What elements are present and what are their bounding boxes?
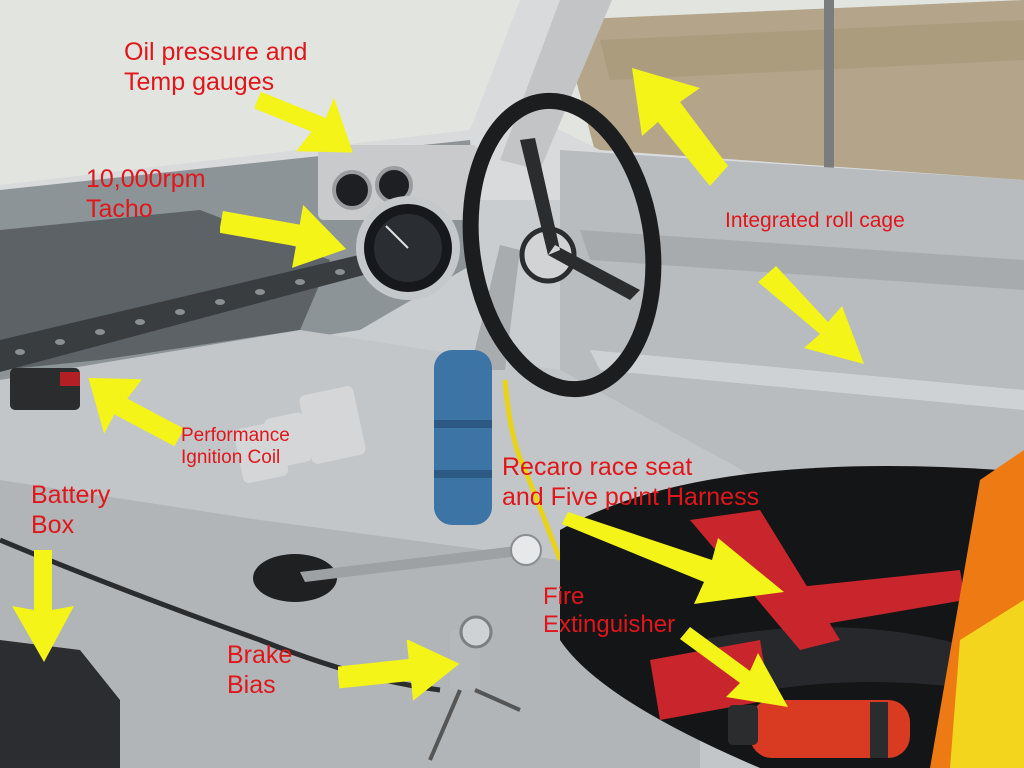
arrow-oil-pressure [255,91,353,153]
oil-pressure-label: Oil pressure and Temp gauges [124,38,307,97]
fire-extinguisher-label: Fire Extinguisher [543,583,675,640]
oil-pressure-label-line1: Oil pressure and [124,38,308,66]
gear-knob [510,534,542,566]
fire-extinguisher-valve [728,705,758,745]
steering-spokes [520,138,640,300]
roll-cage-label: Integrated roll cage [725,209,905,234]
arrow-tacho [220,204,347,268]
ignition-coil-label: Performance Ignition Coil [181,425,290,470]
door-panel-ridge [580,230,1024,290]
ignition-coil-label-line2: Ignition Coil [181,447,281,469]
fire-extinguisher-bracket [870,702,888,758]
steering-wheel [462,92,662,398]
battery-box-label-line2: Box [31,510,75,539]
brake-bias-label-line2: Bias [227,670,276,699]
padding-band-1 [434,420,492,428]
fire-extinguisher-label-line1: Fire [543,583,585,610]
cross-bar-holes [15,269,345,355]
gear-boot [253,554,337,602]
race-seat-label-line2: and Five point Harness [502,482,760,511]
brake-line [428,688,521,761]
arrow-battery-box [12,550,74,662]
brake-bias-label: Brake Bias [227,641,292,700]
tacho-label: 10,000rpm Tacho [86,165,206,224]
race-seat-label: Recaro race seat and Five point Harness [502,453,759,512]
yellow-body-panel [950,600,1024,768]
brake-bias-label-line1: Brake [227,641,293,669]
coil-terminal [60,372,80,386]
tacho-needle [385,225,409,249]
pedal-middle [264,412,312,468]
oil-pressure-gauge [332,170,372,210]
padding-band-2 [434,470,492,478]
race-seat-label-line1: Recaro race seat [502,453,693,481]
tacho-label-line2: Tacho [86,194,153,223]
cross-bar [0,250,390,372]
roll-cage-label-line1: Integrated roll cage [725,209,905,232]
door-window-post [824,0,834,170]
arrow-roll-cage-window [632,68,728,186]
hedge-texture [600,20,1024,80]
arrow-brake-bias [338,640,460,701]
windscreen-frame [0,0,1024,200]
ignition-coil-label-line1: Performance [181,425,290,446]
harness-strap-3 [650,640,770,720]
arrow-fire-extinguisher [680,627,788,707]
fire-extinguisher-label-line2: Extinguisher [543,611,676,639]
battery-box-label: Battery Box [31,481,110,540]
harness-strap-2 [770,570,965,630]
yellow-wire [502,379,563,561]
brake-bias-knob [459,615,493,649]
roll-bar-padding [434,350,492,525]
roll-cage-a-pillar [500,0,612,170]
arrow-roll-cage-door [758,266,864,364]
gear-lever [300,545,528,582]
battery-box-label-line1: Battery [31,481,111,509]
tacho-label-line1: 10,000rpm [86,165,206,193]
door-panel-ridge-2 [590,350,1024,410]
arrow-ignition-coil [88,377,184,447]
battery-box [0,640,120,768]
transmission-tunnel [0,480,700,768]
arrow-race-seat [562,512,784,604]
oil-pressure-label-line2: Temp gauges [124,67,275,96]
pedal-right [299,386,366,464]
